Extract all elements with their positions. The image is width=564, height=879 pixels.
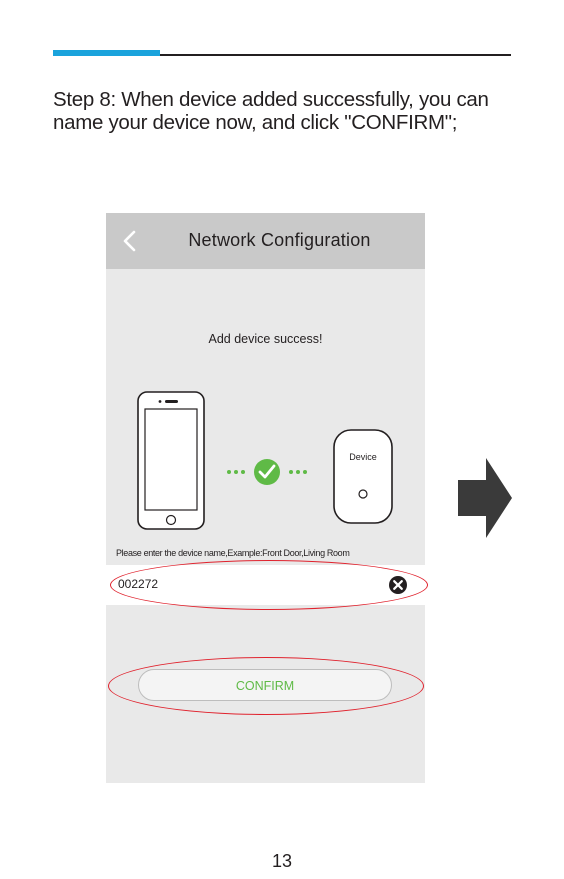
page-number: 13 — [271, 851, 293, 871]
instruction-line-2: name your device now, and click "CONFIRM… — [53, 111, 458, 134]
device-icon: Device — [333, 429, 393, 524]
phone-icon — [137, 391, 205, 530]
success-message: Add device success! — [208, 332, 323, 346]
device-label: Device — [349, 452, 377, 462]
title-bar: Network Configuration — [106, 213, 425, 269]
confirm-highlight — [108, 657, 424, 715]
next-step-arrow-icon — [458, 458, 512, 538]
device-name-prompt: Please enter the device name,Example:Fro… — [116, 548, 350, 558]
instruction-text: Step 8: When device added successfully, … — [53, 88, 523, 134]
header-rule — [160, 54, 511, 56]
instruction-line-1: Step 8: When device added successfully, … — [53, 88, 489, 111]
header-accent-bar — [53, 50, 160, 56]
back-arrow-icon[interactable] — [119, 227, 141, 255]
connection-illustration: Device — [137, 391, 393, 530]
connection-dots-left — [227, 470, 245, 474]
check-circle-icon — [254, 459, 280, 485]
screen-title: Network Configuration — [188, 230, 371, 250]
name-field-highlight — [110, 560, 428, 610]
connection-dots-right — [289, 470, 307, 474]
